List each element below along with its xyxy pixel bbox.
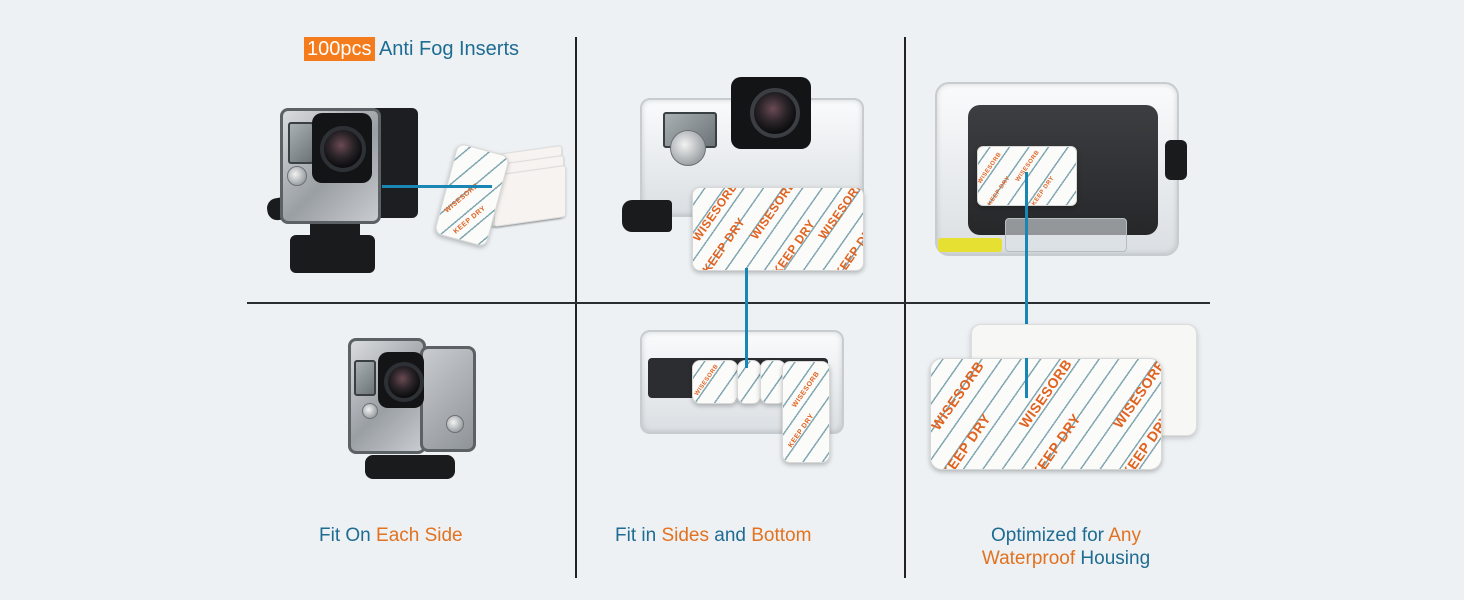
caption-fit-in-sides-and-bottom: Fit in Sides and Bottom — [615, 525, 812, 546]
center-insert — [737, 360, 761, 404]
side-knob — [1165, 140, 1187, 180]
anti-fog-insert: WISESORB WISESORB WISESORB KEEP DRY KEEP… — [692, 187, 864, 271]
title-text: Anti Fog Inserts — [378, 38, 520, 60]
anti-fog-insert-large: WISESORB WISESORB WISESORB KEEP DRY KEEP… — [930, 358, 1162, 470]
caption-fit-on-each-side: Fit On Each Side — [319, 525, 463, 546]
mount-base — [365, 455, 455, 479]
side-insert-left: WISESORB — [692, 360, 738, 404]
camera-lens — [384, 362, 424, 402]
connector-line — [382, 185, 492, 188]
page-title: 100pcs Anti Fog Inserts — [304, 37, 520, 61]
grid-divider-horizontal — [247, 302, 1210, 304]
shutter-button — [670, 130, 706, 166]
grid-divider-vertical-2 — [904, 37, 906, 578]
bottom-insert: WISESORB KEEP DRY — [782, 361, 830, 463]
housing-screw-knob — [622, 200, 672, 232]
camera-button — [362, 403, 378, 419]
side-button — [446, 415, 464, 433]
side-insert-right — [760, 360, 786, 404]
camera-button — [287, 166, 307, 186]
caption-optimized-for-any-waterproof-housing: Optimized for Any Waterproof Housing — [981, 525, 1151, 569]
housing-latch — [1005, 218, 1127, 252]
yellow-latch — [938, 238, 1002, 252]
anti-fog-insert: WISESORB KEEP DRY — [433, 142, 511, 248]
connector-line — [745, 268, 748, 368]
camera-lens — [320, 126, 366, 172]
connector-line — [1025, 172, 1028, 398]
connector-line-overlay — [1025, 358, 1028, 398]
grid-divider-vertical-1 — [575, 37, 577, 578]
camera-screen — [288, 122, 314, 164]
camera-side-frame — [420, 346, 476, 452]
camera-screen — [354, 360, 376, 396]
camera-lens — [750, 88, 800, 138]
quantity-badge: 100pcs — [304, 37, 375, 61]
